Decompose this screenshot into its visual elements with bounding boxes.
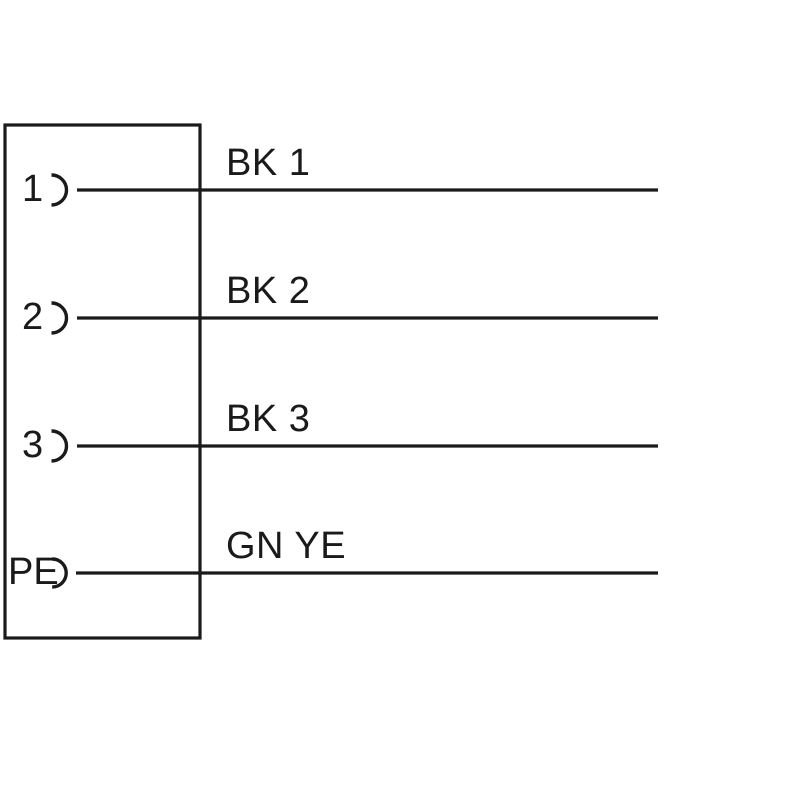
wire-label-pe: GN YE	[226, 525, 346, 567]
pin-row-2: 2 BK 2	[22, 270, 658, 338]
pin-row-3: 3 BK 3	[22, 398, 658, 466]
wire-label-1: BK 1	[226, 142, 310, 184]
wire-label-2: BK 2	[226, 270, 310, 312]
socket-contact-icon-1	[51, 173, 69, 207]
pin-designation-2: 2	[22, 296, 43, 338]
socket-contact-icon-2	[51, 301, 69, 335]
socket-contact-icon-pe	[52, 557, 68, 589]
pin-designation-pe: PE	[8, 551, 59, 593]
pin-row-pe: PE GN YE	[8, 525, 658, 593]
pin-designation-1: 1	[22, 168, 43, 210]
pin-rows-group: 1 BK 1 2 BK 2 3 BK 3 PE GN YE	[8, 142, 658, 593]
pin-designation-3: 3	[22, 424, 43, 466]
pin-row-1: 1 BK 1	[22, 142, 658, 210]
wire-label-3: BK 3	[226, 398, 310, 440]
connector-body-outline	[3, 123, 202, 640]
socket-contact-icon-3	[51, 429, 69, 463]
